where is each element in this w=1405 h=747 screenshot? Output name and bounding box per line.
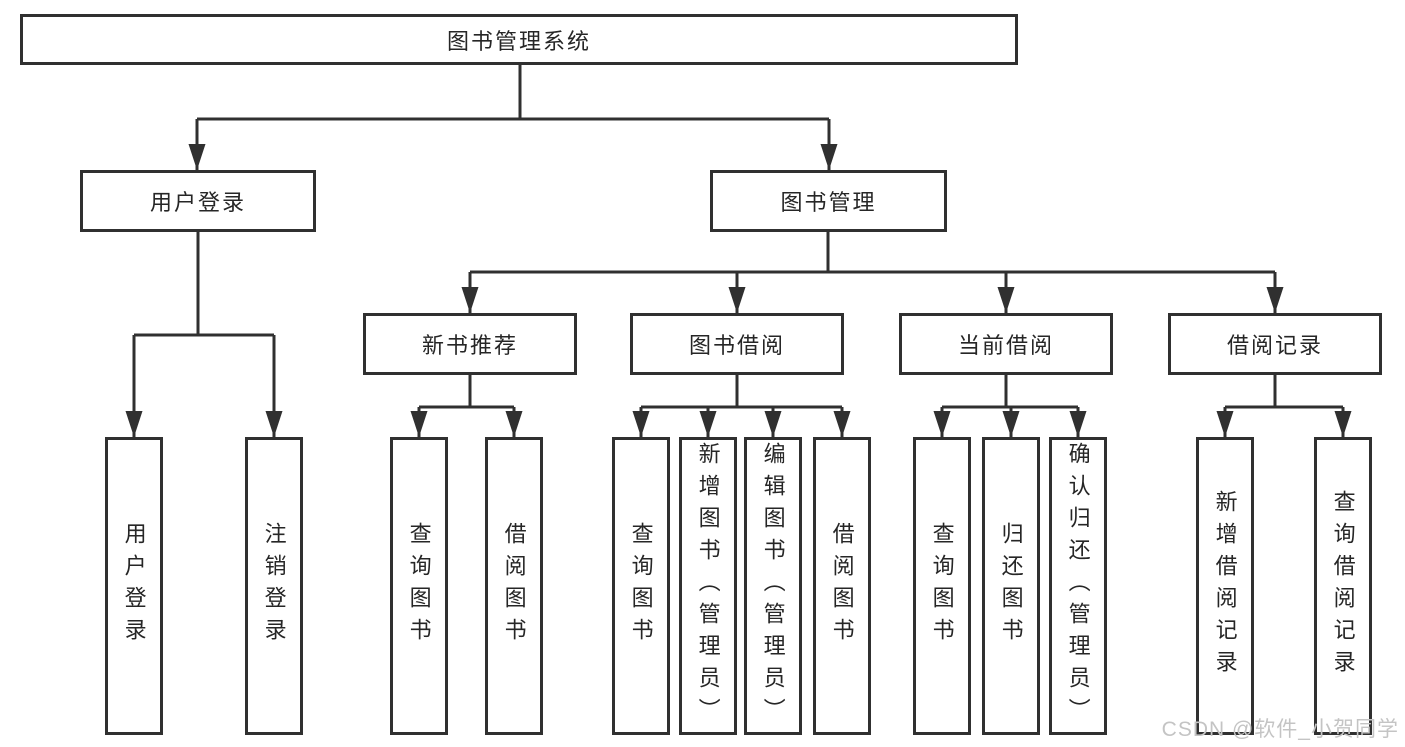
node-new-book-recommendation: 新书推荐: [363, 313, 577, 375]
leaf-query-borrow-record-label: 查询借阅记录: [1330, 490, 1356, 682]
node-current-borrowing: 当前借阅: [899, 313, 1113, 375]
leaf-logout: 注销登录: [245, 437, 303, 735]
csdn-watermark: CSDN @软件_小贺同学: [1161, 718, 1399, 741]
leaf-add-books-admin-label: 新增图书（管理员）: [695, 442, 721, 730]
leaf-edit-books-admin: 编辑图书（管理员）: [744, 437, 802, 735]
leaf-borrow-books-2-label: 借阅图书: [829, 522, 855, 650]
leaf-add-borrow-record: 新增借阅记录: [1196, 437, 1254, 735]
node-borrowing-records-label: 借阅记录: [1226, 333, 1323, 358]
leaf-confirm-return-admin: 确认归还（管理员）: [1049, 437, 1107, 735]
node-book-borrowing: 图书借阅: [630, 313, 844, 375]
leaf-query-books-3: 查询图书: [913, 437, 971, 735]
leaf-query-borrow-record: 查询借阅记录: [1314, 437, 1372, 735]
leaf-user-login: 用户登录: [105, 437, 163, 735]
leaf-borrow-books-1: 借阅图书: [485, 437, 543, 735]
connector-section-1: [410, 375, 523, 437]
connector-section-4: [1216, 375, 1352, 437]
node-user-login: 用户登录: [80, 170, 316, 232]
node-root: 图书管理系统: [20, 14, 1018, 65]
leaf-borrow-books-2: 借阅图书: [813, 437, 871, 735]
node-root-label: 图书管理系统: [446, 28, 591, 54]
leaf-return-books: 归还图书: [982, 437, 1040, 735]
leaf-edit-books-admin-label: 编辑图书（管理员）: [760, 442, 786, 730]
node-book-management: 图书管理: [710, 170, 947, 232]
connector-login: [125, 232, 283, 437]
leaf-logout-label: 注销登录: [261, 522, 287, 650]
leaf-query-books-1: 查询图书: [390, 437, 448, 735]
connector-section-3: [933, 375, 1087, 437]
node-borrowing-records: 借阅记录: [1168, 313, 1382, 375]
leaf-add-borrow-record-label: 新增借阅记录: [1212, 490, 1238, 682]
leaf-query-books-2: 查询图书: [612, 437, 670, 735]
connector-section-2: [632, 375, 851, 437]
leaf-return-books-label: 归还图书: [998, 522, 1024, 650]
node-current-borrowing-label: 当前借阅: [957, 333, 1054, 358]
node-book-management-label: 图书管理: [780, 190, 877, 215]
leaf-add-books-admin: 新增图书（管理员）: [679, 437, 737, 735]
node-new-book-recommendation-label: 新书推荐: [421, 333, 518, 358]
leaf-borrow-books-1-label: 借阅图书: [501, 522, 527, 650]
leaf-user-login-label: 用户登录: [121, 522, 147, 650]
connector-root: [188, 65, 838, 170]
node-book-borrowing-label: 图书借阅: [688, 333, 785, 358]
connector-management: [461, 232, 1284, 313]
leaf-query-books-3-label: 查询图书: [929, 522, 955, 650]
leaf-query-books-2-label: 查询图书: [628, 522, 654, 650]
leaf-confirm-return-admin-label: 确认归还（管理员）: [1065, 442, 1091, 730]
node-user-login-label: 用户登录: [149, 190, 246, 215]
leaf-query-books-1-label: 查询图书: [406, 522, 432, 650]
